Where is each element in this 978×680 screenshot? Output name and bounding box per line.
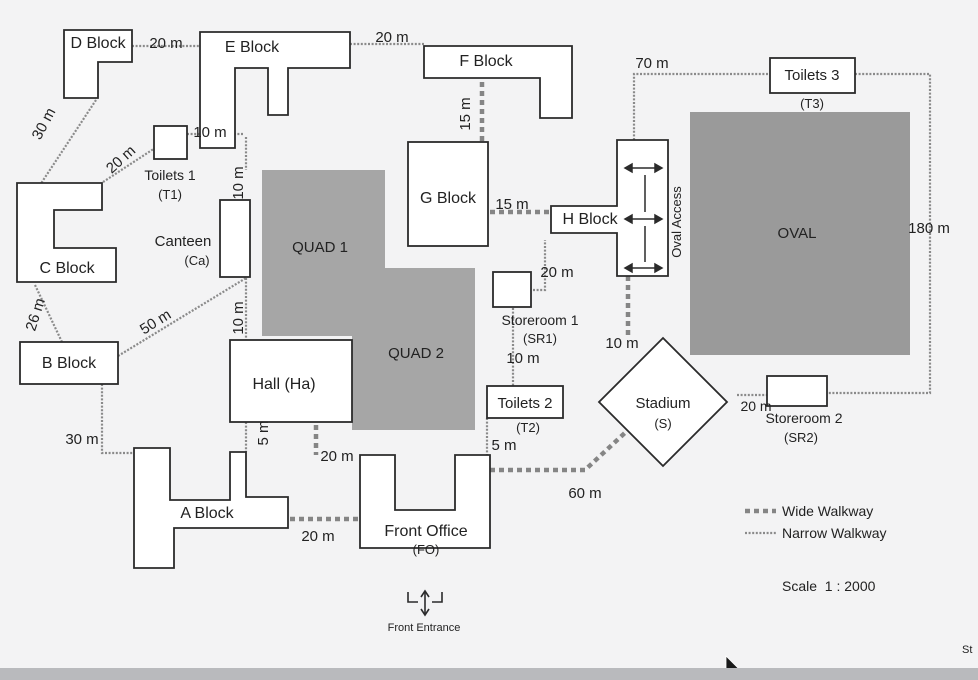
stadium-shape (597, 336, 729, 468)
arrow-2-left-head-icon (623, 213, 633, 225)
toilets3-shape (769, 57, 856, 94)
b-block-shape (19, 341, 119, 385)
g-block-shape (407, 141, 489, 247)
dist-h-sr1: 20 m (540, 264, 573, 281)
hall-shape (229, 339, 353, 423)
arrow-1-left-head-icon (623, 162, 633, 174)
quad1-label: QUAD 1 (292, 239, 348, 256)
d-block-shape (63, 29, 133, 99)
oval-label: OVAL (778, 225, 817, 242)
oval-access-label: Oval Access (669, 186, 684, 258)
toilets1-code: (T1) (158, 187, 182, 202)
walkway-oval-loop (767, 72, 932, 395)
storeroom1-shape (492, 271, 532, 308)
quad2-label: QUAD 2 (388, 345, 444, 362)
canteen-code: (Ca) (184, 253, 209, 268)
scale-label: Scale 1 : 2000 (782, 578, 876, 594)
corner-text: St (962, 644, 973, 656)
c-block-label: C Block (39, 260, 95, 277)
dist-s-sr2: 20 m (740, 398, 771, 414)
walkway-h-t3 (632, 72, 770, 140)
dist-t1-e: 10 m (193, 124, 226, 141)
arrow-1-right-head-icon (654, 162, 664, 174)
toilets3-code: (T3) (800, 96, 824, 111)
stadium-label: Stadium (635, 395, 690, 412)
storeroom2-code: (SR2) (784, 430, 818, 445)
dist-g-h: 15 m (495, 196, 528, 213)
oval-area (690, 112, 910, 355)
toilets1-label: Toilets 1 (144, 167, 196, 183)
e-block-label: E Block (225, 39, 280, 56)
dist-d-e: 20 m (149, 35, 182, 52)
quad-area (262, 170, 475, 430)
toilets2-shape (486, 385, 564, 419)
dist-f-g: 15 m (457, 97, 474, 130)
dist-oval-loop: 180 m (908, 220, 950, 237)
dist-ha-fo: 20 m (320, 448, 353, 465)
storeroom1-code: (SR1) (523, 331, 557, 346)
toilets3-label: Toilets 3 (784, 67, 839, 84)
canteen-label: Canteen (155, 233, 212, 250)
dist-a-fo: 20 m (301, 528, 334, 545)
c-block-shape (16, 182, 117, 283)
dist-b-a: 30 m (65, 431, 98, 448)
dist-ha-a: 5 m (255, 420, 272, 445)
legend-narrow-label: Narrow Walkway (782, 525, 887, 541)
f-block-label: F Block (459, 53, 513, 70)
d-block-label: D Block (70, 35, 126, 52)
walkway-d-c (39, 99, 97, 186)
walkway-c-t1 (99, 147, 156, 185)
arrow-3-right-head-icon (654, 262, 664, 274)
front-office-shape (359, 454, 491, 549)
buildings (16, 29, 856, 569)
front-entrance-icon (407, 589, 443, 617)
a-block-label: A Block (180, 505, 234, 522)
b-block-label: B Block (42, 355, 97, 372)
toilets2-code: (T2) (516, 420, 540, 435)
walkway-b-a (100, 384, 134, 455)
walkway-h-sr1 (533, 240, 547, 292)
arrow-3-left-head-icon (623, 262, 633, 274)
arrow-2-right-head-icon (654, 213, 664, 225)
dist-h-s: 10 m (605, 335, 638, 352)
storeroom1-label: Storeroom 1 (501, 312, 578, 328)
hall-label: Hall (Ha) (252, 376, 315, 393)
front-office-label: Front Office (384, 523, 467, 540)
a-block-shape (133, 447, 289, 569)
front-office-code: (FO) (413, 542, 440, 557)
toilets1-shape (153, 125, 188, 160)
dist-e-f: 20 m (375, 29, 408, 46)
screen-bottom-edge (0, 668, 978, 680)
stadium-code: (S) (654, 416, 671, 431)
legend-wide-label: Wide Walkway (782, 503, 873, 519)
legend: Wide Walkway Narrow Walkway Scale 1 : 20… (745, 503, 887, 594)
dist-h-t3: 70 m (635, 55, 668, 72)
oval-access-arrows (623, 162, 664, 274)
dist-t2-fo: 5 m (491, 437, 516, 454)
canteen-shape (219, 199, 251, 278)
h-block-shape (550, 139, 669, 277)
dist-e-ca: 10 m (230, 166, 247, 199)
wide-walkways (290, 82, 631, 522)
toilets2-label: Toilets 2 (497, 395, 552, 412)
dist-fo-s: 60 m (568, 485, 601, 502)
dist-sr1-t2: 10 m (506, 350, 539, 367)
f-block-shape (423, 45, 573, 119)
storeroom2-label: Storeroom 2 (765, 410, 842, 426)
e-block-shape (199, 31, 351, 149)
h-block-label: H Block (562, 211, 618, 228)
front-entrance-label: Front Entrance (388, 622, 461, 634)
dist-ca-ha: 10 m (230, 301, 247, 334)
building-labels: D Block E Block F Block G Block H Block … (39, 35, 842, 634)
g-block-label: G Block (420, 190, 477, 207)
walkway-fo-s (490, 428, 630, 473)
storeroom2-shape (766, 375, 828, 407)
